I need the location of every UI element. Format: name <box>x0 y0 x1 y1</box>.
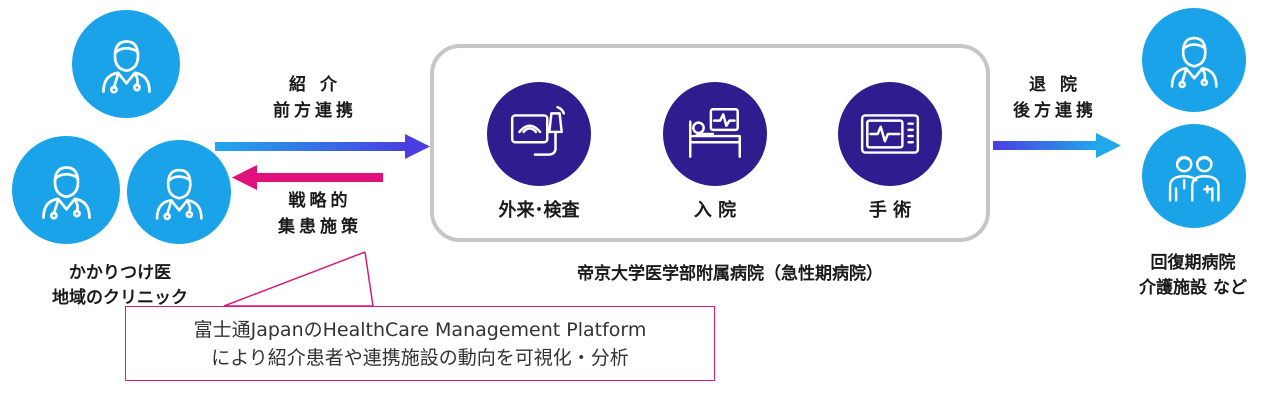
clinic-label: かかりつけ医 地域のクリニック <box>35 258 205 308</box>
platform-callout: 富士通JapanのHealthCare Management Platform … <box>125 306 715 381</box>
callout-line2: により紹介患者や連携施設の動向を可視化・分析 <box>211 346 629 369</box>
doctor-icon <box>1170 36 1218 89</box>
discharge-label: 退 院 後方連携 <box>985 72 1125 124</box>
discharge-label-line2: 後方連携 <box>1013 101 1097 121</box>
referral-label-line1: 紹 介 <box>289 75 341 95</box>
strategy-label-line1: 戦略的 <box>288 191 352 211</box>
callout-connector <box>223 251 374 307</box>
clinic-label-line2: 地域のクリニック <box>52 288 188 308</box>
referral-arrow <box>215 134 430 159</box>
department-label-outpatient: 外来･検査 <box>498 200 580 221</box>
clinic-label-line1: かかりつけ医 <box>68 263 172 283</box>
doctor-circle-right <box>127 140 231 244</box>
discharge-arrow <box>993 133 1121 158</box>
callout-line1: 富士通JapanのHealthCare Management Platform <box>193 318 647 341</box>
referral-label: 紹 介 前方連携 <box>240 72 390 124</box>
department-label-surgery: 手 術 <box>868 200 912 221</box>
surgery-circle <box>838 82 942 186</box>
inpatient-circle <box>663 82 767 186</box>
aftercare-label-line1: 回復期病院 <box>1150 253 1236 273</box>
strategy-label-line2: 集患施策 <box>278 217 362 237</box>
monitor-icon <box>860 114 920 154</box>
caregiver-circle <box>1142 124 1246 228</box>
doctor-circle-top <box>72 10 180 118</box>
discharge-label-line1: 退 院 <box>1029 75 1081 95</box>
doctor-circle-left <box>12 136 120 244</box>
doctor-icon <box>41 165 91 220</box>
doctor-icon <box>101 39 151 94</box>
doctor-icon <box>155 168 203 221</box>
department-label-inpatient: 入 院 <box>693 200 737 221</box>
hospital-bed-icon <box>689 108 741 158</box>
strategy-arrow <box>232 165 383 190</box>
referral-label-line2: 前方連携 <box>273 101 357 121</box>
caregiver-icon <box>1168 155 1220 202</box>
ultrasound-icon <box>510 105 565 156</box>
aftercare-label: 回復期病院 介護施設 など <box>1118 248 1268 298</box>
strategy-label: 戦略的 集患施策 <box>245 188 395 240</box>
outpatient-circle <box>487 82 591 186</box>
aftercare-label-line2: 介護施設 など <box>1139 278 1247 298</box>
hospital-name: 帝京大学医学部附属病院（急性期病院） <box>577 264 883 284</box>
doctor-circle-aftercare <box>1142 8 1246 112</box>
